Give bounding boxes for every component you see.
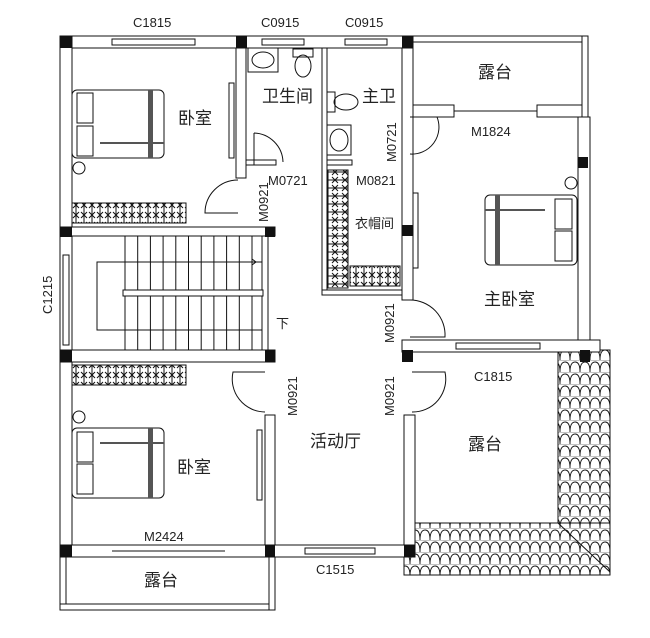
- stair-direction-label: 下: [276, 317, 289, 332]
- wall-cabinet: [256, 429, 263, 501]
- room-label: 主卫: [362, 87, 396, 107]
- wardrobe-bottom-left: [71, 364, 187, 386]
- window-labels: C1815 C0915 C0915 C1215 C1815 C1515: [40, 15, 512, 577]
- door-label: M0721: [384, 122, 399, 162]
- door-label: M0921: [285, 376, 300, 416]
- room-label: 活动厅: [310, 432, 361, 452]
- window-label: C0915: [261, 15, 299, 30]
- wall-cabinet: [228, 82, 235, 159]
- room-label: 卧室: [178, 109, 212, 129]
- window-label: C1215: [40, 276, 55, 314]
- furniture: [71, 47, 578, 501]
- sink-icon: [326, 124, 352, 156]
- tile-roof: [403, 349, 611, 576]
- door-swings: [204, 116, 447, 413]
- wardrobe-cloakroom-left: [327, 169, 349, 289]
- room-label: 衣帽间: [355, 216, 394, 232]
- room-label: 卫生间: [262, 87, 313, 107]
- door-label: M0921: [382, 376, 397, 416]
- door-label: M0821: [356, 173, 396, 188]
- door-label: M0721: [268, 173, 308, 188]
- room-label: 露台: [478, 63, 512, 83]
- room-label: 露台: [144, 571, 178, 591]
- window-label: C1815: [133, 15, 171, 30]
- wardrobe-cloakroom-bottom: [349, 265, 401, 287]
- room-label: 露台: [468, 435, 502, 455]
- window-label: C0915: [345, 15, 383, 30]
- toilet-icon: [326, 91, 359, 113]
- windows: [62, 38, 541, 555]
- door-label: M0921: [256, 182, 271, 222]
- door-label: M1824: [471, 124, 511, 139]
- toilet-icon: [292, 48, 314, 78]
- bed-master: [484, 176, 578, 266]
- window-label: C1815: [474, 369, 512, 384]
- bed-top-left: [71, 89, 165, 175]
- door-label: M2424: [144, 529, 184, 544]
- room-label: 主卧室: [484, 290, 535, 310]
- window-label: C1515: [316, 562, 354, 577]
- room-labels: 卧室 卫生间 主卫 露台 衣帽间 主卧室 活动厅 露台 卧室 露台 下: [144, 63, 535, 591]
- room-label: 卧室: [177, 458, 211, 478]
- wall-cabinet: [412, 192, 419, 269]
- door-label: M0921: [382, 303, 397, 343]
- door-labels: M0721 M0721 M0821 M1824 M0921 M0921 M092…: [144, 122, 511, 544]
- wardrobe-top-left: [71, 202, 187, 224]
- sink-icon: [247, 47, 279, 73]
- bed-bottom-left: [71, 410, 165, 499]
- columns: [60, 36, 590, 557]
- staircase[interactable]: [96, 236, 264, 350]
